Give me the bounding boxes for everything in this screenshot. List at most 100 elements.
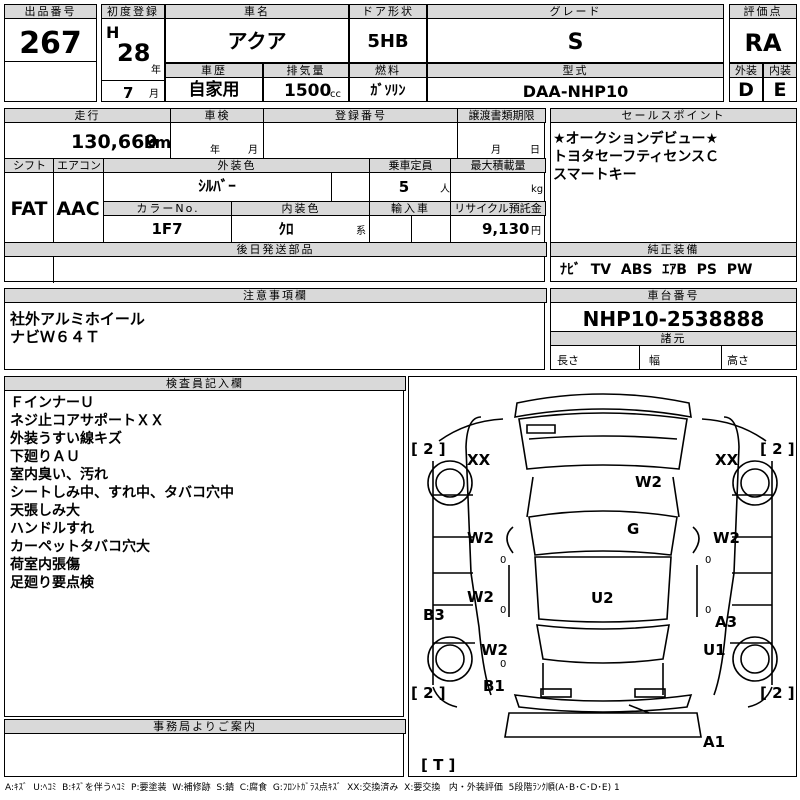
width-label: 幅 bbox=[649, 354, 660, 367]
inspector-line: 下廻りＡＵ bbox=[10, 449, 80, 465]
fuel-box: 燃料 ｶﾞｿﾘﾝ bbox=[349, 63, 427, 102]
length-label: 長さ bbox=[557, 354, 579, 367]
capacity-label: 乗車定員 bbox=[369, 158, 452, 173]
inspector-line: 天張しみ大 bbox=[10, 503, 80, 519]
inspector-line: 外装うすい線キズ bbox=[10, 431, 122, 447]
inspector-line: シートしみ中、すれ中、タバコ穴中 bbox=[10, 485, 234, 501]
model-code-label: 型式 bbox=[427, 63, 724, 78]
inspection-month-unit: 月 bbox=[248, 145, 258, 156]
color-no: 1F7 bbox=[151, 220, 183, 238]
later-parts-label: 後日発送部品 bbox=[4, 242, 547, 257]
office-label: 事務局よりご案内 bbox=[4, 719, 406, 734]
caution-lines: 社外アルミホイール ナビＷ６４Ｔ bbox=[10, 310, 145, 346]
model-code-box: 型式 DAA-NHP10 bbox=[427, 63, 724, 102]
interior-grade: E bbox=[773, 79, 787, 101]
mileage-label: 走行 bbox=[4, 108, 171, 123]
capacity-unit: 人 bbox=[440, 184, 450, 195]
mark-w2-left-rear: W2 bbox=[481, 641, 508, 659]
damage-diagram-box: [ 2 ] [ 2 ] [ 2 ] [ 2 ] [ T ] XX XX W2 G… bbox=[408, 376, 797, 777]
inspector-line: 室内臭い、汚れ bbox=[10, 467, 108, 483]
door-type: 5HB bbox=[367, 31, 409, 52]
sales-point-line: ★オークションデビュー★ bbox=[553, 131, 719, 147]
max-load-label: 最大積載量 bbox=[450, 158, 546, 173]
transfer-month-unit: 月 bbox=[491, 145, 501, 156]
mark-w2-right-front-door: W2 bbox=[713, 529, 740, 547]
sales-point-box: セールスポイント ★オークションデビュー★ トヨタセーフティセンスＣ スマートキ… bbox=[550, 108, 797, 282]
lot-number-label: 出品番号 bbox=[4, 4, 97, 19]
int-color-label: 内装色 bbox=[231, 201, 371, 216]
displacement: 1500 bbox=[284, 81, 332, 101]
displacement-label: 排気量 bbox=[263, 63, 349, 78]
tire-rear-right: [ 2 ] bbox=[760, 684, 795, 702]
caution-label: 注意事項欄 bbox=[4, 288, 547, 303]
aircon: AAC bbox=[56, 198, 100, 220]
spare-tire: [ T ] bbox=[421, 756, 455, 774]
inspection-label: 車検 bbox=[170, 108, 265, 123]
equipment: ﾅﾋﾞ TV ABS ｴｱB PS PW bbox=[560, 262, 753, 278]
exterior-grade: D bbox=[738, 79, 754, 101]
mark-b1: B1 bbox=[483, 677, 505, 695]
history: 自家用 bbox=[188, 80, 240, 100]
mark-a1: A1 bbox=[703, 733, 725, 751]
inspector-line: ネジ止コアサポートＸＸ bbox=[10, 413, 164, 429]
year-unit: 年 bbox=[151, 65, 161, 76]
tire-rear-left: [ 2 ] bbox=[411, 684, 446, 702]
mark-u2-roof: U2 bbox=[591, 589, 614, 607]
mark-xx-right: XX bbox=[715, 451, 739, 469]
recycle-label: リサイクル預託金 bbox=[450, 201, 546, 216]
dims-label: 諸元 bbox=[550, 331, 797, 346]
interior-label: 内装 bbox=[763, 63, 797, 78]
inspector-line: 足廻り要点検 bbox=[10, 575, 94, 591]
int-color-unit: 系 bbox=[356, 226, 366, 237]
mark-g: G bbox=[627, 520, 639, 538]
grade: S bbox=[567, 30, 584, 55]
displacement-box: 排気量 1500 cc bbox=[263, 63, 349, 102]
inspection-year-unit: 年 bbox=[210, 145, 220, 156]
era: H bbox=[106, 23, 120, 42]
score-label: 評価点 bbox=[729, 4, 797, 19]
import-label: 輸入車 bbox=[369, 201, 452, 216]
int-color: ｸﾛ bbox=[278, 220, 294, 238]
mark-a3: A3 bbox=[715, 613, 737, 631]
zero-mark: 0 bbox=[705, 555, 711, 566]
km-unit: km bbox=[144, 133, 172, 152]
caution-line: 社外アルミホイール bbox=[10, 310, 145, 328]
shift-label: シフト bbox=[4, 158, 55, 173]
mark-w2-left-front-door: W2 bbox=[467, 529, 494, 547]
caution-box: 注意事項欄 社外アルミホイール ナビＷ６４Ｔ bbox=[4, 288, 547, 370]
tire-front-right: [ 2 ] bbox=[760, 440, 795, 458]
mark-w2-hood: W2 bbox=[635, 473, 662, 491]
equipment-label: 純正装備 bbox=[550, 242, 797, 257]
tire-front-left: [ 2 ] bbox=[411, 440, 446, 458]
sales-point-line: トヨタセーフティセンスＣ bbox=[553, 149, 720, 165]
aircon-label: エアコン bbox=[53, 158, 105, 173]
lot-number: 267 bbox=[19, 26, 82, 61]
mileage: 130,669 bbox=[71, 131, 158, 153]
score-box: 評価点 RA bbox=[729, 4, 797, 63]
reg-no-label: 登録番号 bbox=[263, 108, 459, 123]
color-no-label: カラーNo. bbox=[103, 201, 233, 216]
inspector-label: 検査員記入欄 bbox=[4, 376, 406, 391]
history-label: 車歴 bbox=[165, 63, 263, 78]
mark-b3: B3 bbox=[423, 606, 445, 624]
exterior-label: 外装 bbox=[729, 63, 763, 78]
inspector-line: カーペットタバコ穴大 bbox=[10, 539, 150, 555]
zero-mark: 0 bbox=[705, 605, 711, 616]
inspector-lines: ＦインナーＵ ネジ止コアサポートＸＸ 外装うすい線キズ 下廻りＡＵ 室内臭い、汚… bbox=[10, 394, 234, 592]
ext-color-label: 外装色 bbox=[103, 158, 371, 173]
vehicle-info-box: 走行 車検 登録番号 譲渡書類期限 130,669 km 年 月 月 日 シフト… bbox=[4, 108, 547, 283]
fuel: ｶﾞｿﾘﾝ bbox=[370, 83, 406, 99]
cc-unit: cc bbox=[330, 89, 341, 100]
car-name: アクア bbox=[227, 29, 287, 53]
grade-box: グレード S bbox=[427, 4, 724, 63]
chassis-number: NHP10-2538888 bbox=[582, 307, 765, 331]
caution-line: ナビＷ６４Ｔ bbox=[10, 328, 101, 346]
zero-mark: 0 bbox=[500, 555, 506, 566]
exterior-box: 外装 D bbox=[729, 63, 763, 102]
first-registration-box: 初度登録 H 28 年 7 月 bbox=[101, 4, 165, 102]
mark-u1: U1 bbox=[703, 641, 726, 659]
car-name-label: 車名 bbox=[165, 4, 349, 19]
interior-box: 内装 E bbox=[763, 63, 797, 102]
mark-w2-left-rear-door: W2 bbox=[467, 588, 494, 606]
car-name-box: 車名 アクア bbox=[165, 4, 349, 63]
